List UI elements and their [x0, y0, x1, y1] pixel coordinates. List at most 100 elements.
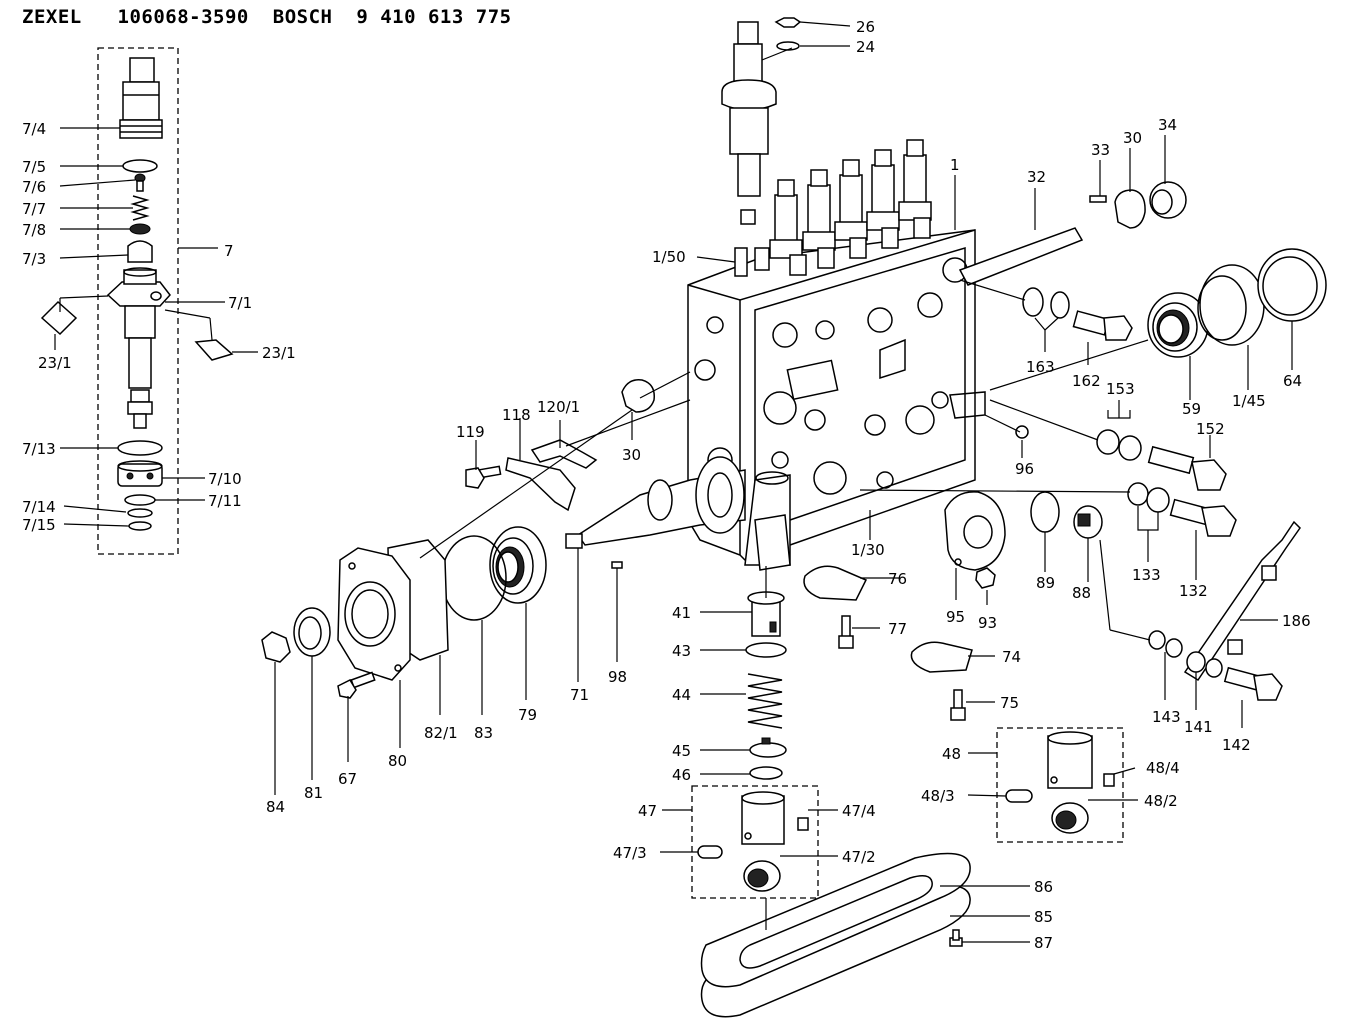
part-23-1-clip-right	[194, 339, 234, 361]
part-133-washer	[1127, 482, 1149, 506]
tappet-assembly	[691, 565, 1124, 899]
callout-80: 80	[388, 752, 407, 770]
part-7-8	[129, 223, 151, 235]
callout-133: 133	[1132, 566, 1161, 584]
callout-26: 26	[856, 18, 875, 36]
part-47-4	[797, 817, 809, 831]
part-48-2-roller	[1051, 802, 1089, 834]
part-93-nut	[975, 567, 996, 589]
callout-87: 87	[1034, 934, 1053, 952]
callout-7-1: 7/1	[228, 294, 252, 312]
part-1-45-cover	[1197, 264, 1265, 346]
callout-7-4: 7/4	[22, 120, 46, 138]
callout-7-10: 7/10	[208, 470, 242, 488]
left-center-parts	[261, 379, 791, 699]
part-7-11-ring	[124, 494, 156, 506]
part-47-2-roller	[743, 860, 781, 892]
brand-bosch: BOSCH	[272, 6, 333, 28]
part-76-lock	[803, 565, 868, 601]
part-141-washer-2	[1205, 658, 1223, 678]
part-88-plug	[1073, 505, 1103, 539]
part-119-screw	[465, 465, 502, 489]
part-84-nut	[261, 631, 291, 663]
assembly-47-dashed-box	[691, 785, 819, 899]
part-7-3	[127, 240, 153, 263]
callout-152: 152	[1196, 420, 1225, 438]
part-7-4-holder	[119, 57, 163, 139]
part-86-cover	[700, 852, 971, 988]
callout-163: 163	[1026, 358, 1055, 376]
callout-59: 59	[1182, 400, 1201, 418]
part-43-seat	[745, 642, 787, 658]
part-7-10-sleeve	[117, 460, 163, 487]
callout-33: 33	[1091, 141, 1110, 159]
part-71-camshaft	[565, 456, 746, 549]
part-23-1-clip-left	[40, 300, 78, 336]
assembly-48-dashed-box	[996, 727, 1124, 843]
callout-7-15: 7/15	[22, 516, 56, 534]
callout-1-50: 1/50	[652, 248, 686, 266]
zexel-part-number: 106068-3590	[117, 6, 249, 28]
callout-143: 143	[1152, 708, 1181, 726]
callout-1: 1	[950, 156, 960, 174]
part-7-1-element	[106, 267, 171, 429]
callout-7-14: 7/14	[22, 498, 56, 516]
part-77-screw	[838, 615, 854, 649]
callout-48-2: 48/2	[1144, 792, 1178, 810]
callout-95: 95	[946, 608, 965, 626]
part-46-shim	[749, 766, 783, 780]
part-47-tappet	[741, 791, 785, 845]
callout-96: 96	[1015, 460, 1034, 478]
part-7-6-stem	[136, 180, 144, 192]
part-152-bolt	[1147, 445, 1227, 491]
callout-98: 98	[608, 668, 627, 686]
part-7-13-ring	[117, 440, 163, 456]
part-162-bolt	[1072, 310, 1133, 341]
part-163-washer	[1022, 287, 1044, 317]
part-47-3-pin	[697, 845, 723, 859]
part-133-washer-2	[1146, 487, 1170, 513]
callout-43: 43	[672, 642, 691, 660]
callout-30-left: 30	[622, 446, 641, 464]
callout-89: 89	[1036, 574, 1055, 592]
bosch-part-number: 9 410 613 775	[356, 6, 512, 28]
callout-86: 86	[1034, 878, 1053, 896]
callout-79: 79	[518, 706, 537, 724]
part-80-flange	[337, 547, 411, 681]
callout-labels: 26 24 1 32 33 30 34 1/50 163 162 59 1/45…	[22, 18, 1311, 952]
part-87-screw	[949, 929, 963, 947]
callout-119: 119	[456, 423, 485, 441]
callout-93: 93	[978, 614, 997, 632]
bottom-plates	[700, 852, 971, 1018]
part-7-7-spring	[130, 195, 150, 221]
callout-7-13: 7/13	[22, 440, 56, 458]
part-7-15-ring	[128, 521, 152, 531]
callout-48: 48	[942, 745, 961, 763]
callout-34: 34	[1158, 116, 1177, 134]
part-tappet-guide	[754, 514, 791, 571]
callout-30-top: 30	[1123, 129, 1142, 147]
part-44-spring	[747, 673, 783, 729]
callout-46: 46	[672, 766, 691, 784]
callout-7-6: 7/6	[22, 178, 46, 196]
part-1-50	[734, 247, 748, 277]
callout-47-4: 47/4	[842, 802, 876, 820]
part-7-14-ring	[127, 508, 153, 518]
right-side-parts	[944, 181, 1327, 701]
diagram-title: ZEXEL 106068-3590 BOSCH 9 410 613 775	[22, 6, 512, 28]
part-186-lever	[1183, 520, 1301, 682]
callout-186: 186	[1282, 612, 1311, 630]
part-89-o-ring	[1030, 491, 1060, 533]
callout-47-2: 47/2	[842, 848, 876, 866]
part-24-washer	[776, 41, 800, 51]
part-26-nut	[774, 17, 802, 28]
callout-85: 85	[1034, 908, 1053, 926]
part-74-lock	[910, 641, 973, 673]
callout-88: 88	[1072, 584, 1091, 602]
callout-67: 67	[338, 770, 357, 788]
part-48-4	[1103, 773, 1115, 787]
callout-74: 74	[1002, 648, 1021, 666]
part-33-pin	[1089, 195, 1107, 203]
callout-7-11: 7/11	[208, 492, 242, 510]
callout-153: 153	[1106, 380, 1135, 398]
